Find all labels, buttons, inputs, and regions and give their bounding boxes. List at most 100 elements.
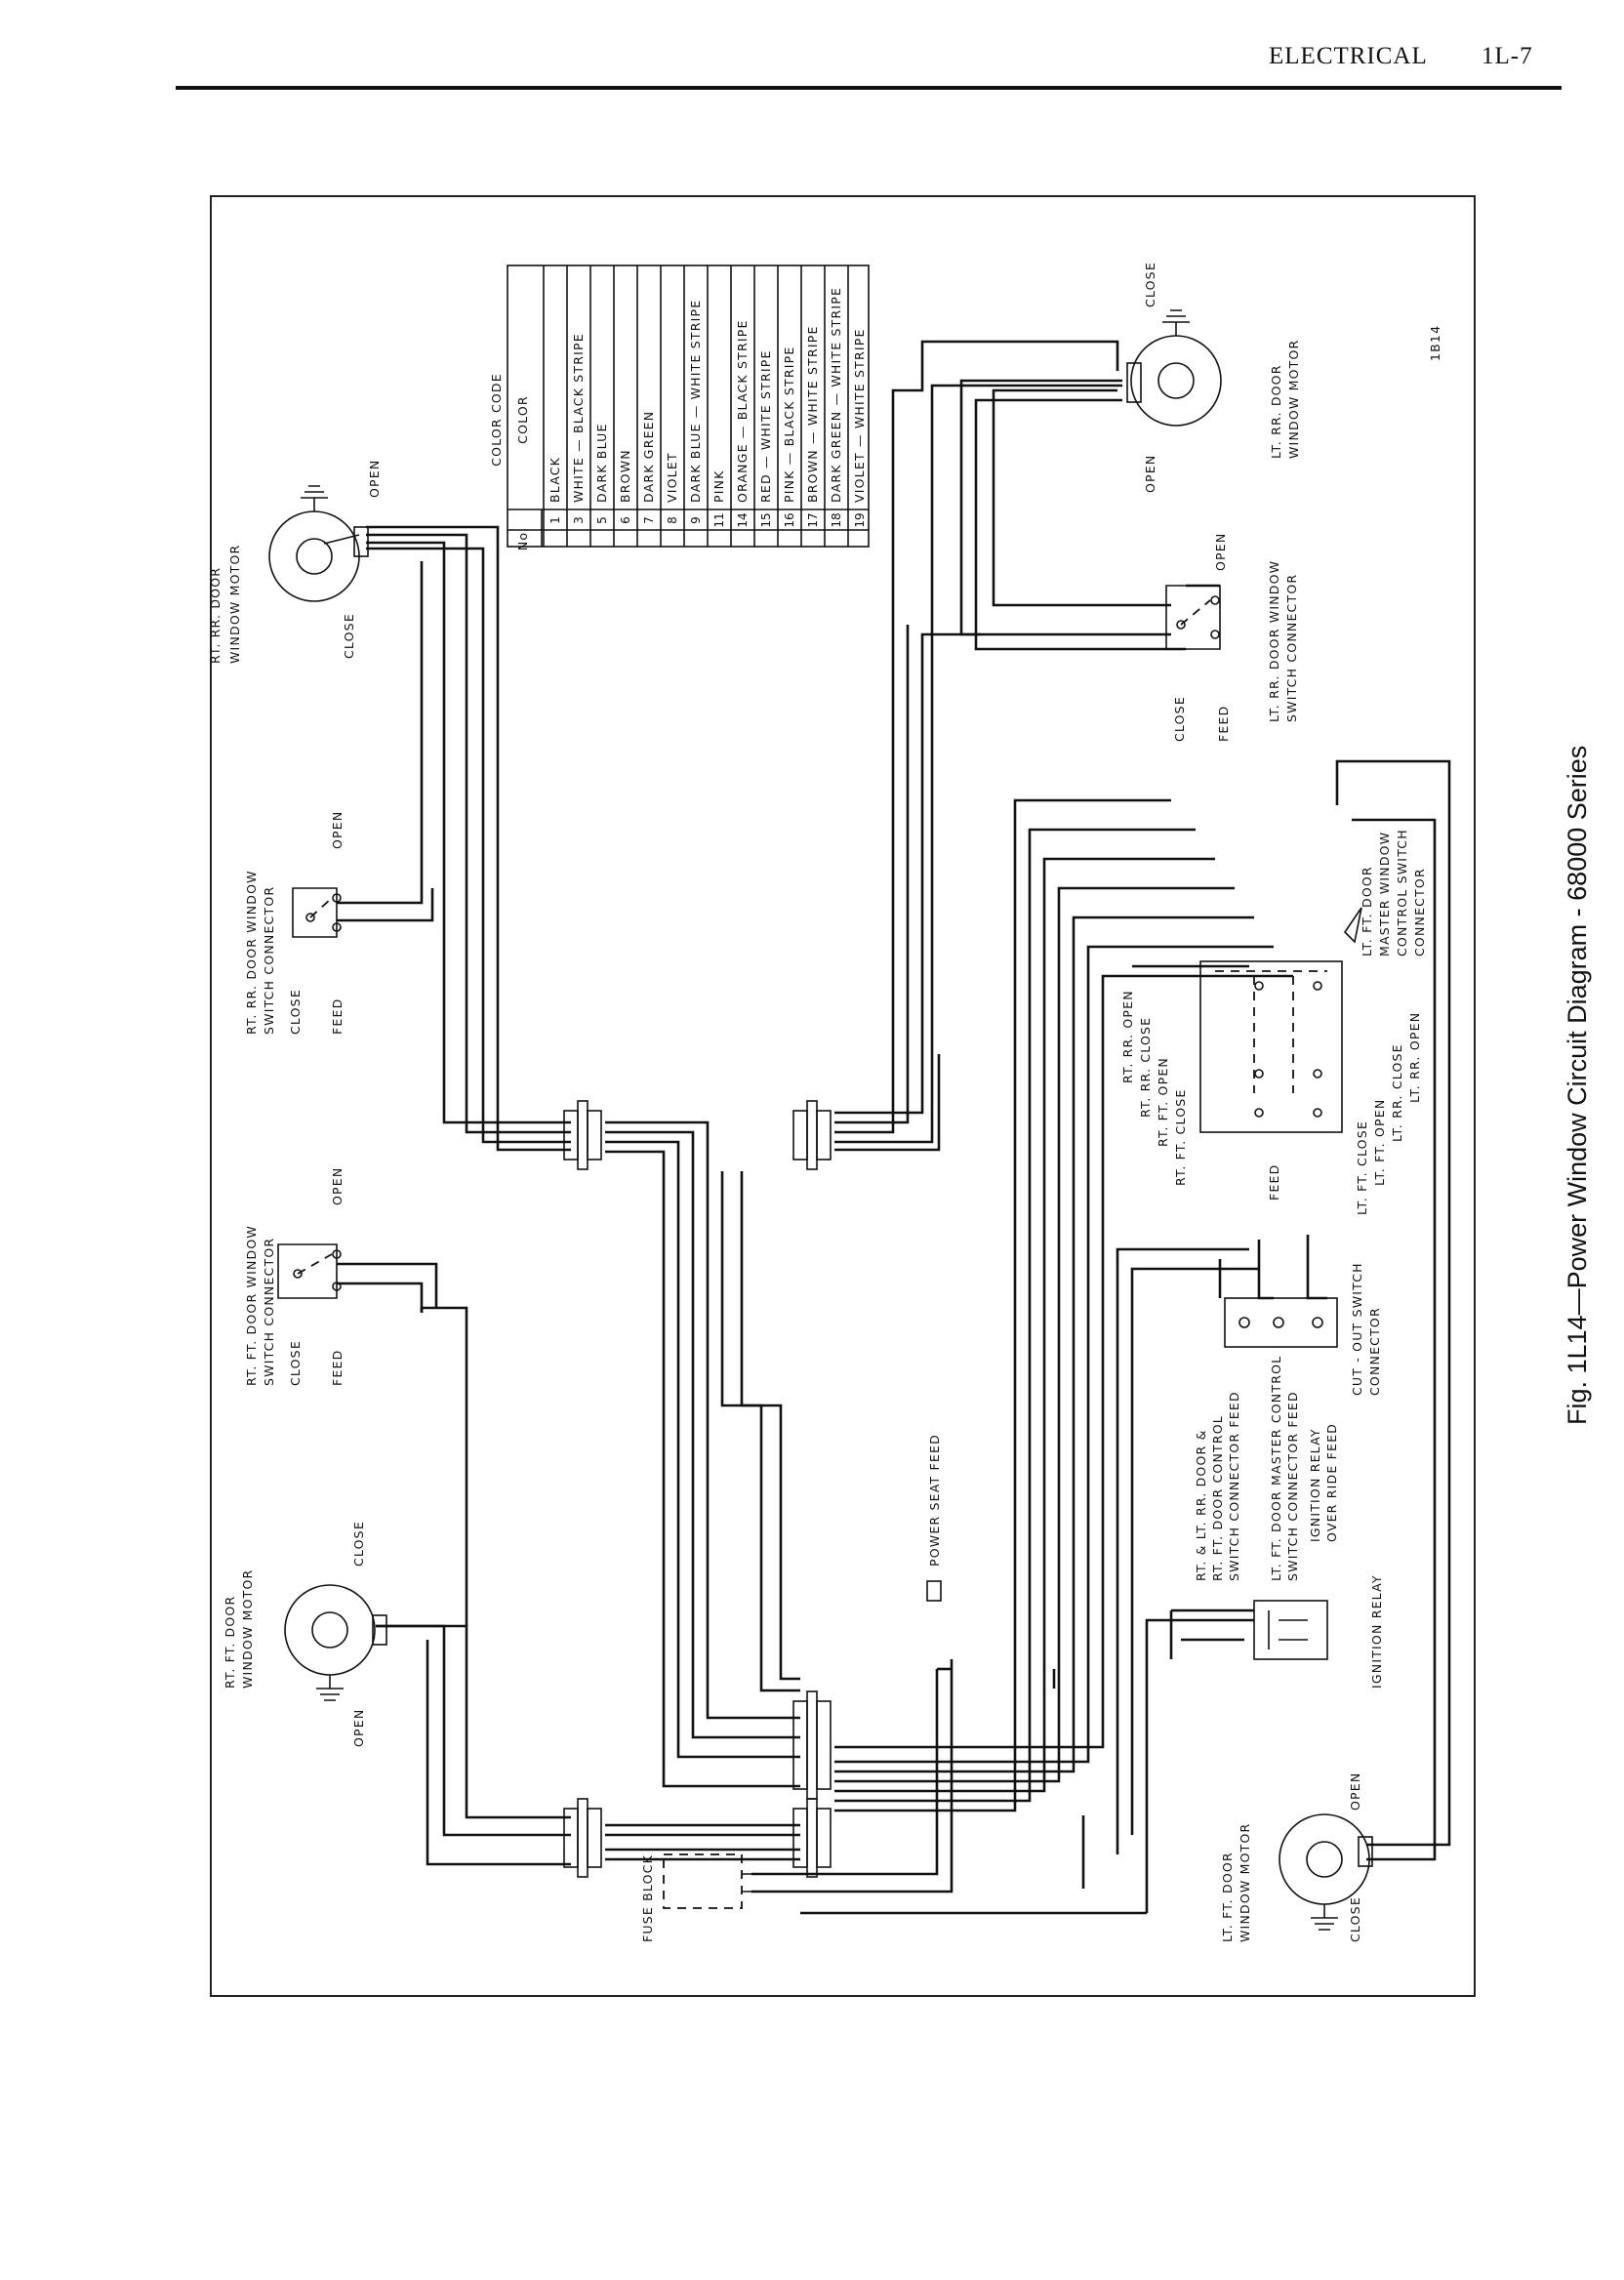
cut-feed-1b: RT. FT. DOOR CONTROL xyxy=(1210,1415,1225,1581)
table-row-number: 8 xyxy=(666,516,679,524)
power-seat-feed-label: POWER SEAT FEED xyxy=(927,1434,942,1567)
table-row-color: ORANGE — BLACK STRIPE xyxy=(735,319,750,503)
rt-rr-open-label: OPEN xyxy=(367,460,382,498)
rt-rr-switch-open: OPEN xyxy=(330,811,345,849)
master-switch-connector xyxy=(1199,907,1362,1133)
table-row-number: 16 xyxy=(783,512,796,527)
diagram-frame xyxy=(210,195,1476,1997)
cutout-label-2: CONNECTOR xyxy=(1367,1307,1382,1396)
table-row-color: DARK BLUE — WHITE STRIPE xyxy=(688,300,703,503)
lt-rr-motor-label-1: LT. RR. DOOR xyxy=(1269,364,1283,459)
table-row-color: VIOLET — WHITE STRIPE xyxy=(852,328,867,503)
rt-ft-switch-label-2: SWITCH CONNECTOR xyxy=(262,1238,276,1386)
lt-ft-motor-label-1: LT. FT. DOOR xyxy=(1220,1852,1235,1942)
table-row-color: RED — WHITE STRIPE xyxy=(758,349,773,503)
color-code-title: COLOR CODE xyxy=(489,373,504,467)
cutout-switch-connector xyxy=(1224,1297,1338,1348)
fuse-block xyxy=(663,1853,756,1909)
cut-feed-1a: RT. & LT. RR. DOOR & xyxy=(1194,1429,1208,1581)
cut-feed-3b: OVER RIDE FEED xyxy=(1324,1423,1339,1542)
lt-ft-motor xyxy=(1279,1813,1373,1931)
table-row-number: 17 xyxy=(806,512,820,527)
lt-ft-motor-close: CLOSE xyxy=(1348,1896,1362,1942)
rt-ft-motor-close: CLOSE xyxy=(351,1521,366,1567)
component-labels: RT. RR. DOOR WINDOW MOTOR OPEN CLOSE RT.… xyxy=(208,262,1442,1942)
cut-feed-3a: IGNITION RELAY xyxy=(1308,1428,1322,1542)
no-column-header: No. xyxy=(515,527,530,550)
table-row-number: 18 xyxy=(830,512,843,527)
rt-rr-switch-label-2: SWITCH CONNECTOR xyxy=(262,886,276,1035)
table-row-number: 19 xyxy=(853,512,867,527)
cutout-label-1: CUT - OUT SWITCH xyxy=(1350,1262,1364,1396)
lt-rr-switch-open: OPEN xyxy=(1213,533,1228,571)
rt-ft-switch-label-1: RT. FT. DOOR WINDOW xyxy=(244,1225,259,1386)
master-label-2: MASTER WINDOW xyxy=(1377,832,1392,957)
master-label-4: CONNECTOR xyxy=(1412,868,1427,957)
color-column-header: COLOR xyxy=(515,395,530,444)
rt-ft-close-term: RT. FT. CLOSE xyxy=(1173,1089,1188,1186)
rt-ft-motor-label-2: WINDOW MOTOR xyxy=(240,1569,255,1689)
power-seat-feed-connector xyxy=(926,1580,942,1602)
ignition-relay xyxy=(1253,1600,1328,1660)
table-row-color: PINK xyxy=(711,469,726,503)
harness-grommets xyxy=(563,1100,832,1878)
lt-ft-motor-open: OPEN xyxy=(1348,1772,1362,1811)
rt-rr-switch-feed: FEED xyxy=(330,998,345,1035)
rt-rr-switch-label-1: RT. RR. DOOR WINDOW xyxy=(244,870,259,1035)
master-label-3: CONTROL SWITCH xyxy=(1395,829,1409,957)
lt-ft-close-term: LT. FT. CLOSE xyxy=(1355,1120,1369,1215)
rt-ft-switch-feed: FEED xyxy=(330,1350,345,1386)
lt-rr-switch-feed: FEED xyxy=(1216,706,1231,742)
lt-rr-motor xyxy=(1126,309,1222,427)
rt-ft-motor-label-1: RT. FT. DOOR xyxy=(223,1596,237,1689)
table-row-color: VIOLET xyxy=(665,452,679,503)
table-row-number: 15 xyxy=(759,512,773,527)
rt-rr-switch-close: CLOSE xyxy=(288,989,303,1035)
lt-rr-open-term: LT. RR. OPEN xyxy=(1407,1012,1422,1103)
rt-rr-motor xyxy=(268,485,369,602)
table-row-number: 14 xyxy=(736,512,750,527)
rt-ft-switch-connector xyxy=(277,1243,342,1299)
lt-ft-open-term: LT. FT. OPEN xyxy=(1372,1099,1387,1186)
table-row-color: DARK GREEN xyxy=(641,411,656,503)
table-row-color: DARK BLUE xyxy=(594,423,609,503)
cut-feed-2b: SWITCH CONNECTOR FEED xyxy=(1285,1391,1300,1581)
table-row-number: 5 xyxy=(595,516,609,524)
lt-rr-motor-label-2: WINDOW MOTOR xyxy=(1286,340,1301,459)
table-row-color: WHITE — BLACK STRIPE xyxy=(571,333,586,503)
table-row-color: DARK GREEN — WHITE STRIPE xyxy=(829,287,843,503)
rt-ft-open-term: RT. FT. OPEN xyxy=(1156,1057,1170,1147)
rt-ft-motor xyxy=(284,1584,387,1701)
table-row-number: 7 xyxy=(642,516,656,524)
figure-id: 1B14 xyxy=(1428,325,1442,361)
table-row-number: 3 xyxy=(572,516,586,524)
fuse-block-label: FUSE BLOCK xyxy=(640,1854,655,1942)
running-head: ELECTRICAL 1L-7 xyxy=(1269,43,1533,70)
rt-rr-close-term: RT. RR. CLOSE xyxy=(1138,1017,1153,1118)
wire-harness xyxy=(337,340,1451,1915)
table-row-number: 6 xyxy=(619,516,632,524)
section-title: ELECTRICAL xyxy=(1269,43,1428,69)
rt-rr-motor-label-2: WINDOW MOTOR xyxy=(227,545,242,664)
rt-rr-switch-connector xyxy=(292,887,342,938)
lt-rr-close-term: LT. RR. CLOSE xyxy=(1390,1043,1404,1142)
rt-rr-close-label: CLOSE xyxy=(342,613,356,659)
lt-rr-switch-connector xyxy=(1165,585,1221,650)
cut-feed-1c: SWITCH CONNECTOR FEED xyxy=(1227,1391,1241,1581)
master-feed: FEED xyxy=(1267,1164,1281,1201)
rt-ft-motor-open: OPEN xyxy=(351,1709,366,1747)
table-row-color: PINK — BLACK STRIPE xyxy=(782,346,796,503)
figure-caption: Fig. 1L14—Power Window Circuit Diagram -… xyxy=(1563,746,1592,1425)
table-row-color: BROWN — WHITE STRIPE xyxy=(805,325,820,503)
table-row-number: 9 xyxy=(689,516,703,524)
lt-rr-motor-close: CLOSE xyxy=(1143,262,1157,307)
header-rule xyxy=(176,86,1562,90)
lt-rr-switch-label-2: SWITCH CONNECTOR xyxy=(1284,574,1299,722)
page-number: 1L-7 xyxy=(1482,43,1533,69)
lt-rr-switch-close: CLOSE xyxy=(1172,696,1187,742)
lt-ft-motor-label-2: WINDOW MOTOR xyxy=(1238,1823,1252,1942)
master-label-1: LT. FT. DOOR xyxy=(1360,866,1374,957)
rt-ft-switch-open: OPEN xyxy=(330,1167,345,1205)
